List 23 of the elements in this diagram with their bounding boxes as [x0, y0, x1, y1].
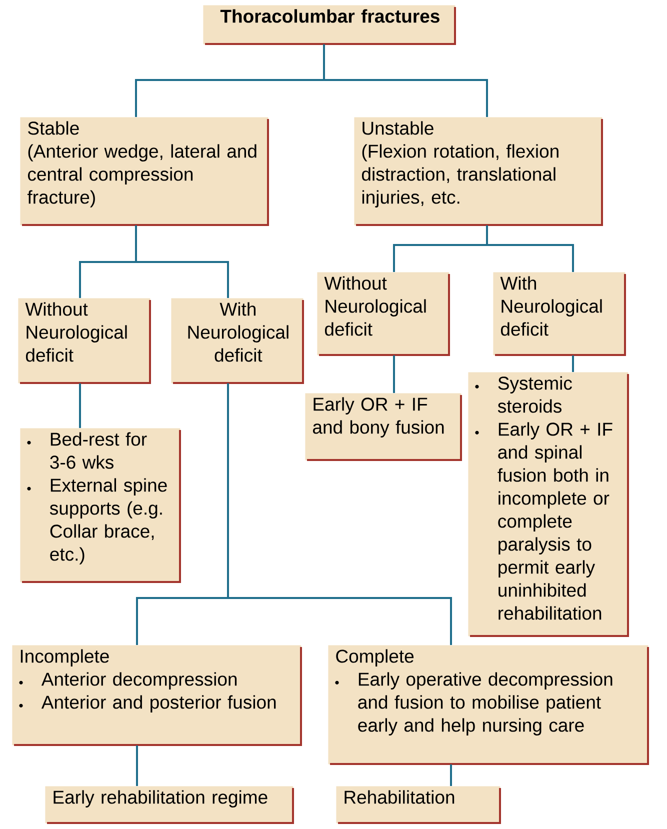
- connector: [572, 355, 574, 372]
- flow-box: Early OR + IF and bony fusion: [305, 393, 462, 461]
- flow-box: With Neurological deficit: [493, 272, 626, 356]
- connector: [135, 225, 229, 298]
- connector: [323, 44, 488, 117]
- flow-box: With Neurological deficit: [171, 298, 304, 384]
- flow-box: Bed-rest for 3-6 wks External spine supports (e.g. Collar brace, etc.): [20, 428, 181, 583]
- connector: [393, 355, 395, 393]
- connector: [227, 383, 452, 645]
- flow-box: Early rehabilitation regime: [45, 786, 294, 824]
- flow-box: Unstable (Flexion rotation, flexion distraction, translational injuries, etc.: [354, 117, 603, 226]
- flow-box: Stable (Anterior wedge, lateral and central compression fracture): [20, 117, 269, 226]
- connector: [136, 745, 138, 786]
- connector: [79, 383, 81, 428]
- connector: [450, 764, 452, 786]
- flow-box: Complete Early operative decompression and fusion to mobilise patient early and help nursing care: [328, 645, 649, 765]
- flow-box: Systemic steroids Early OR + IF and spinal fusion both in incomplete or complete paralysis to permit early uninhibited rehabilitation: [468, 372, 629, 637]
- flow-box: Rehabilitation: [336, 786, 501, 824]
- connector: [486, 225, 574, 272]
- flow-box: Without Neurological deficit: [18, 298, 151, 384]
- flow-box: Without Neurological deficit: [317, 272, 450, 356]
- flow-box: Incomplete Anterior decompression Anterior and posterior fusion: [12, 645, 302, 746]
- title-box: Thoracolumbar fractures: [203, 5, 456, 45]
